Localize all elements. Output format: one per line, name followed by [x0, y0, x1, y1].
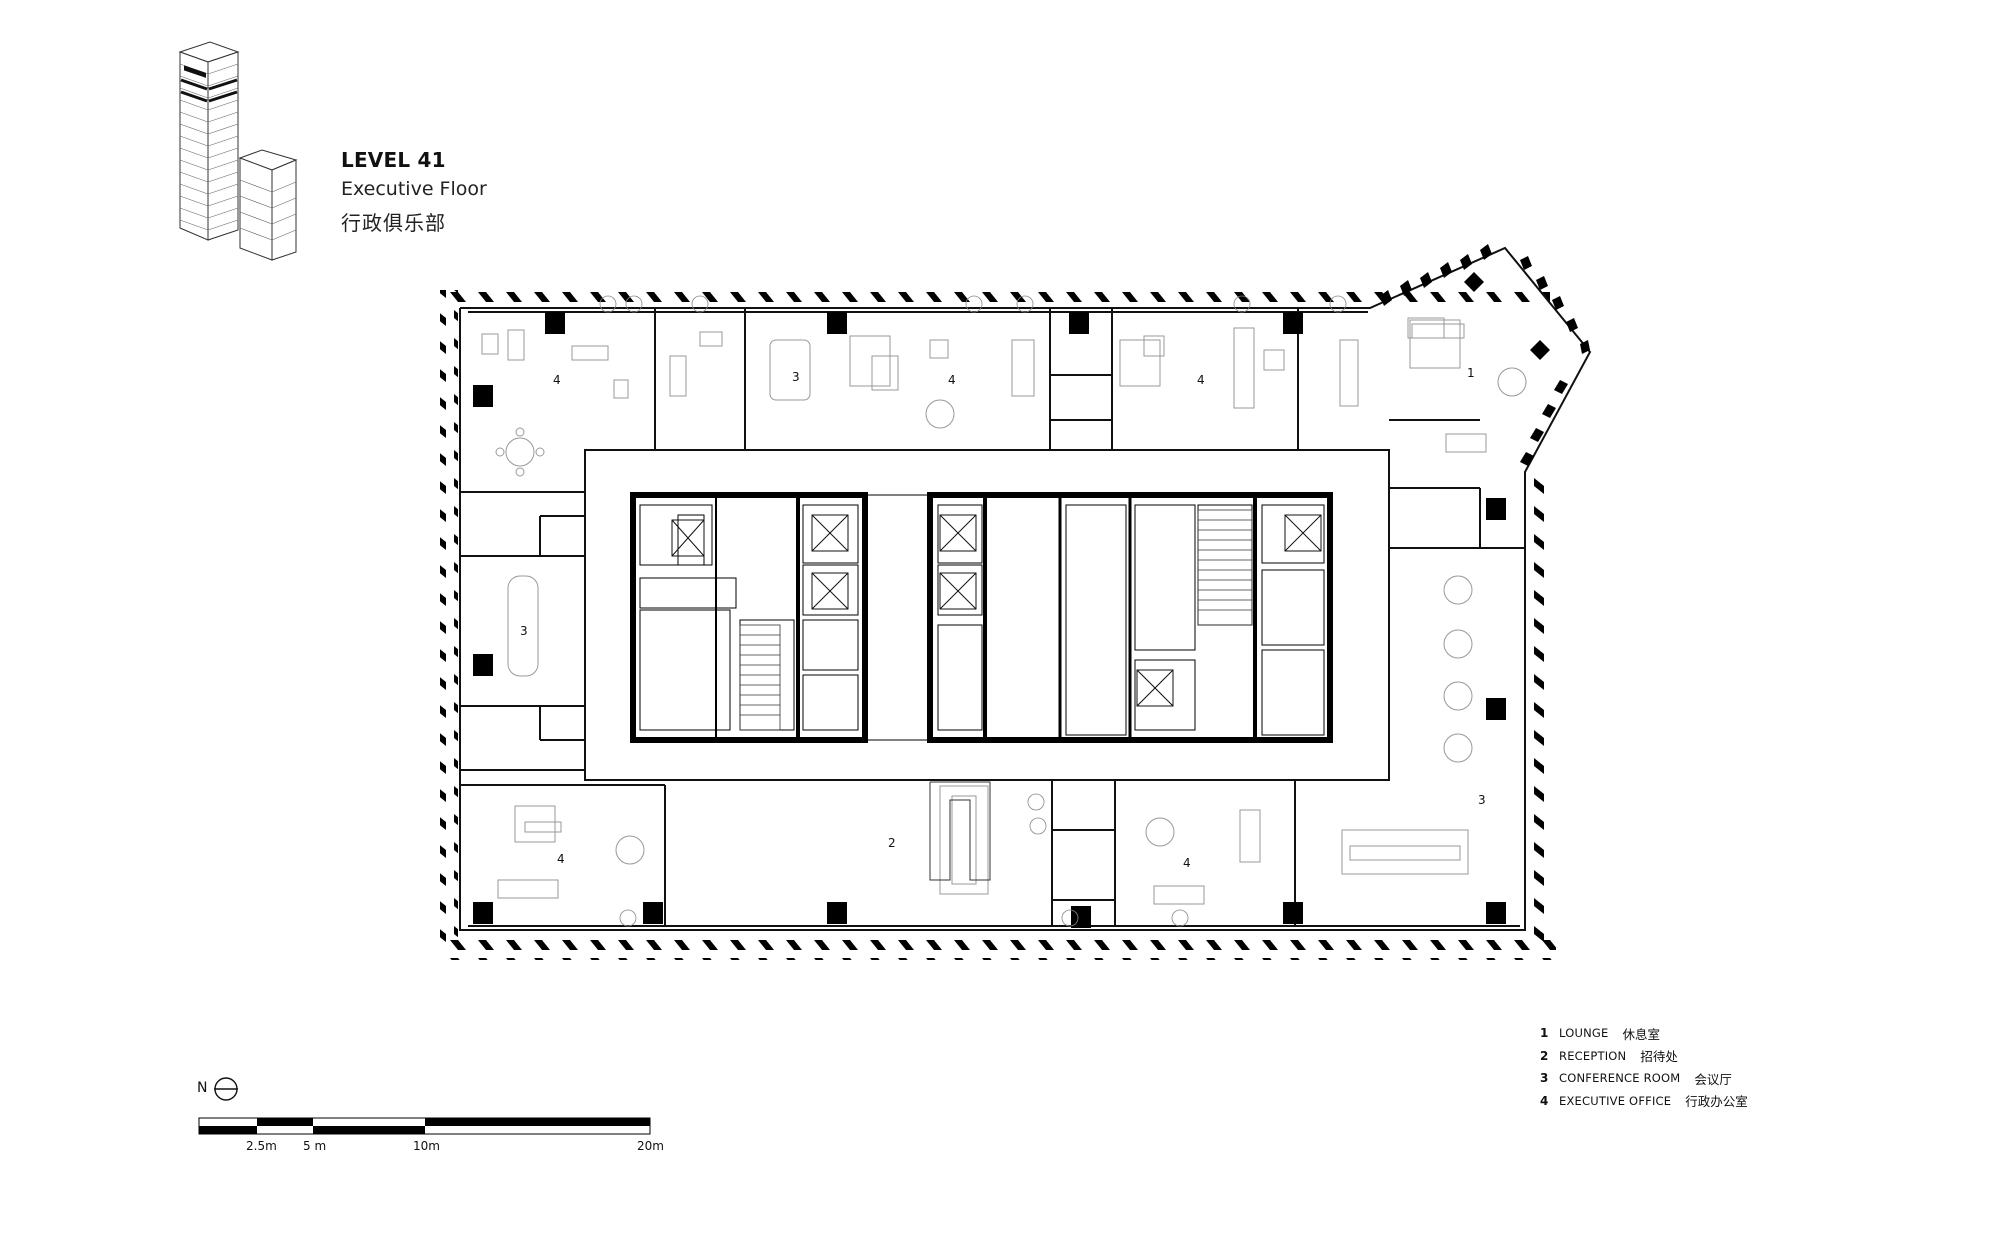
- room-label: 4: [1183, 856, 1191, 870]
- legend-label: EXECUTIVE OFFICE: [1559, 1093, 1672, 1108]
- level-title: LEVEL 41: [341, 148, 446, 172]
- legend: 1 LOUNGE 休息室 2 RECEPTION 招待处 3 CONFERENC…: [1540, 1022, 1748, 1112]
- service-core: [630, 492, 1333, 743]
- room-partitions: [460, 308, 1525, 926]
- room-label: 4: [553, 373, 561, 387]
- north-arrow-icon: [214, 1077, 238, 1101]
- legend-item: 3 CONFERENCE ROOM 会议厅: [1540, 1067, 1748, 1090]
- legend-number: 4: [1540, 1093, 1549, 1108]
- scale-label: 10m: [413, 1139, 440, 1153]
- room-label: 4: [1197, 373, 1205, 387]
- planters: [599, 295, 1347, 927]
- legend-label-cn: 会议厅: [1694, 1071, 1732, 1087]
- elevator-cars: [671, 514, 1322, 707]
- room-label: 2: [888, 836, 896, 850]
- stairs: [739, 509, 1253, 731]
- legend-label: RECEPTION: [1559, 1048, 1627, 1063]
- corridor-walls: [584, 449, 1390, 781]
- level-subtitle-cn: 行政俱乐部: [341, 211, 446, 235]
- room-label: 1: [1467, 366, 1475, 380]
- legend-number: 2: [1540, 1048, 1549, 1063]
- room-label: 4: [557, 852, 565, 866]
- legend-label-cn: 休息室: [1622, 1026, 1660, 1042]
- exterior-wall: [459, 246, 1592, 931]
- scale-label: 5 m: [303, 1139, 327, 1153]
- legend-label: LOUNGE: [1559, 1026, 1609, 1041]
- legend-item: 4 EXECUTIVE OFFICE 行政办公室: [1540, 1090, 1748, 1113]
- level-subtitle: Executive Floor: [341, 178, 487, 200]
- room-label: 3: [520, 624, 528, 638]
- facade-fins: [440, 284, 1556, 960]
- furniture: [481, 317, 1527, 905]
- reception-desk: [929, 781, 991, 881]
- room-label: 3: [792, 370, 800, 384]
- legend-number: 1: [1540, 1026, 1549, 1041]
- scale-label: 20m: [637, 1139, 664, 1153]
- room-label: 4: [948, 373, 956, 387]
- legend-label: CONFERENCE ROOM: [1559, 1071, 1681, 1086]
- legend-label-cn: 招待处: [1640, 1049, 1678, 1065]
- legend-label-cn: 行政办公室: [1685, 1094, 1748, 1110]
- structural-columns[interactable]: [473, 272, 1550, 928]
- scale-label: 2.5m: [246, 1139, 277, 1153]
- facade-fins-angled: [1380, 244, 1590, 466]
- legend-number: 3: [1540, 1071, 1549, 1086]
- legend-item: 1 LOUNGE 休息室: [1540, 1022, 1748, 1045]
- title-block: LEVEL 41 Executive Floor 行政俱乐部: [341, 148, 487, 236]
- building-massing-icon: [178, 41, 298, 261]
- north-label: N: [197, 1080, 208, 1096]
- scale-bar: [198, 1117, 651, 1135]
- room-label: 3: [1478, 793, 1486, 807]
- legend-item: 2 RECEPTION 招待处: [1540, 1045, 1748, 1068]
